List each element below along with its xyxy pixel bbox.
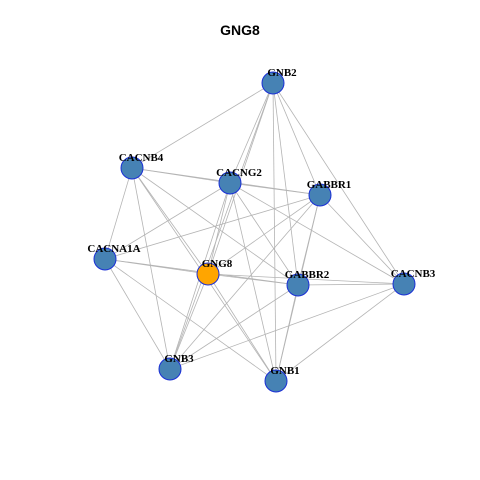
edge-gng8-gnb3 xyxy=(169,273,209,370)
node-circle xyxy=(261,71,285,95)
node-circle xyxy=(264,369,288,393)
edge-gabbr1-gnb3 xyxy=(169,194,321,370)
edge-gabbr2-gnb3 xyxy=(169,284,299,370)
edge-gnb2-gabbr2 xyxy=(272,82,299,286)
edge-gabbr1-cacnb3 xyxy=(319,194,405,285)
node-gnb2: GNB2 xyxy=(261,67,297,95)
node-circle xyxy=(158,357,182,381)
node-label: CACNB4 xyxy=(119,152,164,164)
node-label: GNB1 xyxy=(270,365,299,377)
node-label: CACNA1A xyxy=(87,243,140,255)
edge-gng8-gnb1 xyxy=(207,273,277,382)
edge-cacna1a-gnb1 xyxy=(104,258,277,382)
edge-gnb2-cacng2 xyxy=(229,82,274,184)
node-label: GNB2 xyxy=(267,67,297,79)
node-label: GNG8 xyxy=(202,258,233,270)
node-gnb1: GNB1 xyxy=(264,365,300,393)
edge-cacnb4-cacna1a xyxy=(104,167,133,260)
edge-cacng2-cacna1a xyxy=(104,182,231,260)
edge-gabbr1-gng8 xyxy=(207,194,321,275)
node-circle xyxy=(286,273,310,297)
edge-cacnb4-gnb3 xyxy=(131,167,171,370)
edge-cacnb4-gng8 xyxy=(131,167,209,275)
node-label: GABBR2 xyxy=(285,269,330,281)
node-label: CACNB3 xyxy=(391,268,436,280)
node-label: GNB3 xyxy=(164,353,194,365)
edge-cacng2-cacnb3 xyxy=(229,182,405,285)
node-circle xyxy=(120,156,144,180)
node-gabbr1: GABBR1 xyxy=(307,179,352,207)
edge-gnb2-gnb3 xyxy=(169,82,274,370)
edge-gnb2-cacnb4 xyxy=(131,82,274,169)
edge-gng8-gabbr2 xyxy=(207,273,299,286)
edge-cacng2-gnb1 xyxy=(229,182,277,382)
node-gng8: GNG8 xyxy=(196,258,233,286)
edge-cacnb3-gnb3 xyxy=(169,283,405,370)
node-cacna1a: CACNA1A xyxy=(87,243,141,271)
node-cacnb4: CACNB4 xyxy=(119,152,164,180)
edge-gnb2-cacnb3 xyxy=(272,82,405,285)
edge-cacnb3-gnb1 xyxy=(275,283,405,382)
edge-gnb2-gnb1 xyxy=(272,82,277,382)
node-circle xyxy=(93,247,117,271)
chart-title: GNG8 xyxy=(220,22,260,38)
edge-gabbr2-gnb1 xyxy=(275,284,299,382)
node-gabbr2: GABBR2 xyxy=(285,269,330,297)
edge-cacng2-gng8 xyxy=(207,182,231,275)
edge-gabbr2-cacnb3 xyxy=(297,283,405,286)
node-gnb3: GNB3 xyxy=(158,353,194,381)
edge-layer xyxy=(104,82,405,382)
edge-gnb2-gabbr1 xyxy=(272,82,321,196)
edge-cacng2-gabbr2 xyxy=(229,182,299,286)
node-label: CACNG2 xyxy=(216,167,262,179)
node-circle xyxy=(218,171,242,195)
edge-gabbr1-cacna1a xyxy=(104,194,321,260)
node-label: GABBR1 xyxy=(307,179,352,191)
edge-cacng2-gabbr1 xyxy=(229,182,321,196)
node-circle xyxy=(392,272,416,296)
node-cacng2: CACNG2 xyxy=(216,167,262,195)
node-cacnb3: CACNB3 xyxy=(391,268,436,296)
edge-cacna1a-gnb3 xyxy=(104,258,171,370)
node-circle xyxy=(196,262,220,286)
node-circle xyxy=(308,183,332,207)
